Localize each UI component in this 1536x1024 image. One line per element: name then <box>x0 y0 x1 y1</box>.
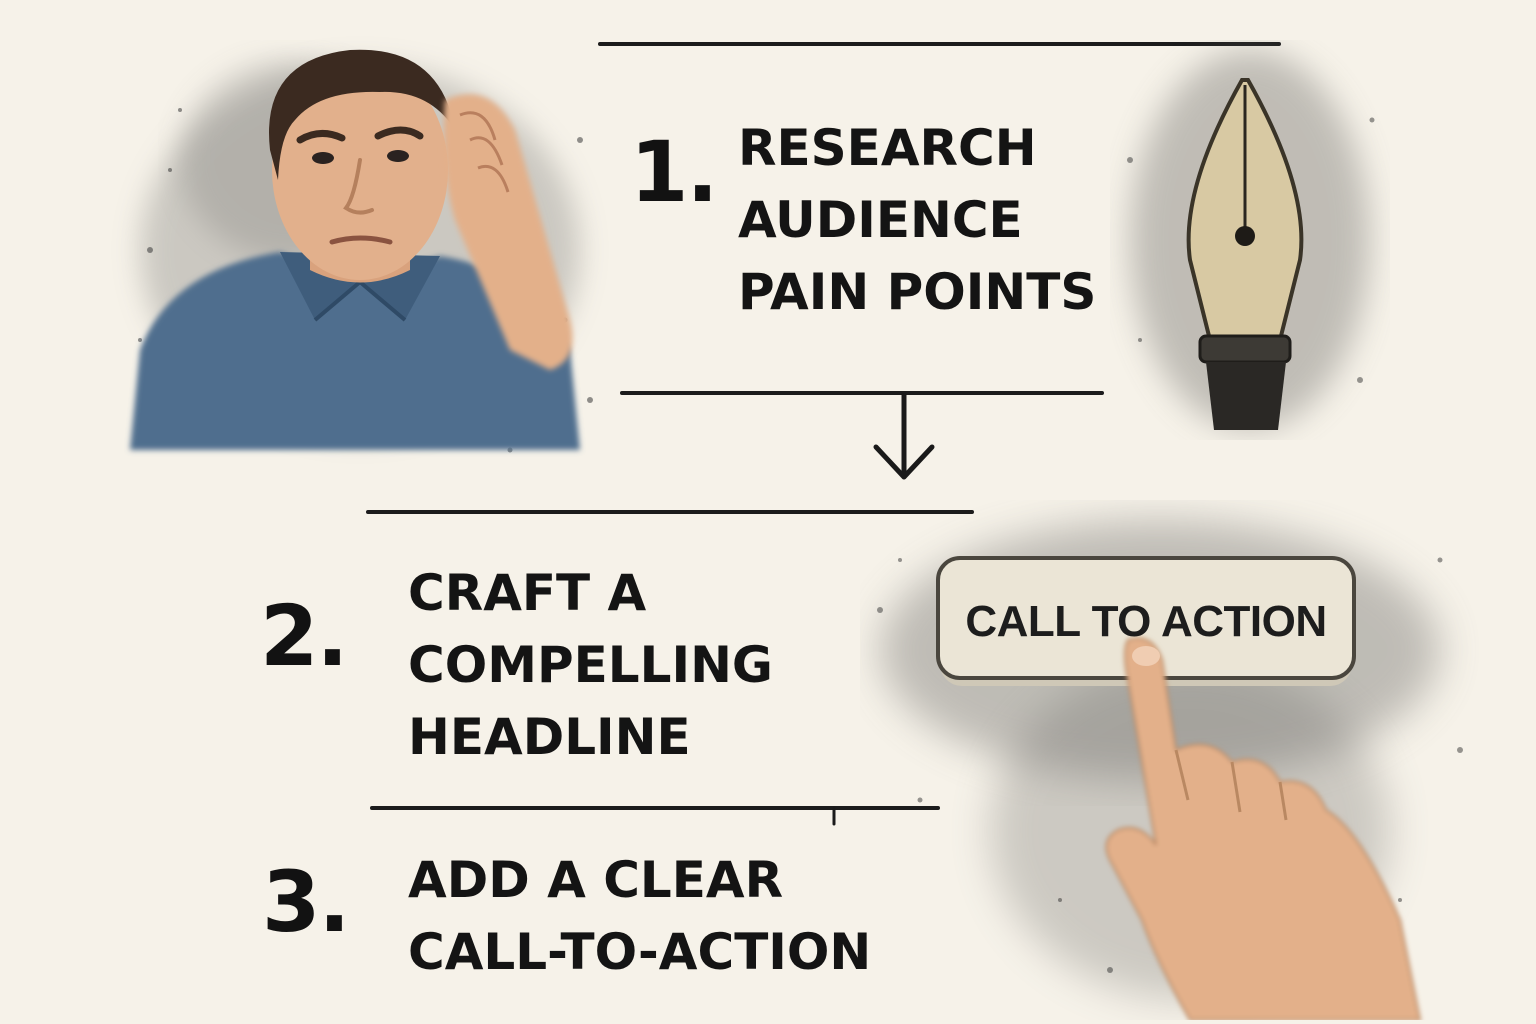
step-3-line-2: CALL-TO-ACTION <box>408 923 872 981</box>
divider-step1-bottom <box>620 391 1104 395</box>
step-3-line-1: ADD A CLEAR <box>408 851 784 909</box>
pointing-hand-illustration <box>877 520 1463 1020</box>
step-3-number: 3. <box>262 853 350 951</box>
step-1-title: RESEARCH AUDIENCE PAIN POINTS <box>738 112 1096 328</box>
step-3-title: ADD A CLEAR CALL-TO-ACTION <box>408 844 871 988</box>
step-1-number: 1. <box>630 123 718 221</box>
fountain-pen-nib-icon <box>1127 50 1375 430</box>
stressed-man-illustration <box>130 49 593 453</box>
step-1-line-3: PAIN POINTS <box>738 263 1097 321</box>
step-1-line-2: AUDIENCE <box>738 191 1023 249</box>
step-2-title: CRAFT A COMPELLING HEADLINE <box>408 557 773 773</box>
divider-tick <box>832 806 836 826</box>
divider-step2-bottom <box>370 806 940 810</box>
down-arrow-icon <box>873 393 935 480</box>
step-2-line-1: CRAFT A <box>408 564 647 622</box>
step-2-number: 2. <box>260 587 348 685</box>
divider-top <box>598 42 1281 46</box>
step-2-line-2: COMPELLING <box>408 636 773 694</box>
call-to-action-button[interactable]: CALL TO ACTION <box>965 597 1327 646</box>
divider-step2-top <box>366 510 974 514</box>
step-1-line-1: RESEARCH <box>738 119 1037 177</box>
step-2-line-3: HEADLINE <box>408 708 691 766</box>
